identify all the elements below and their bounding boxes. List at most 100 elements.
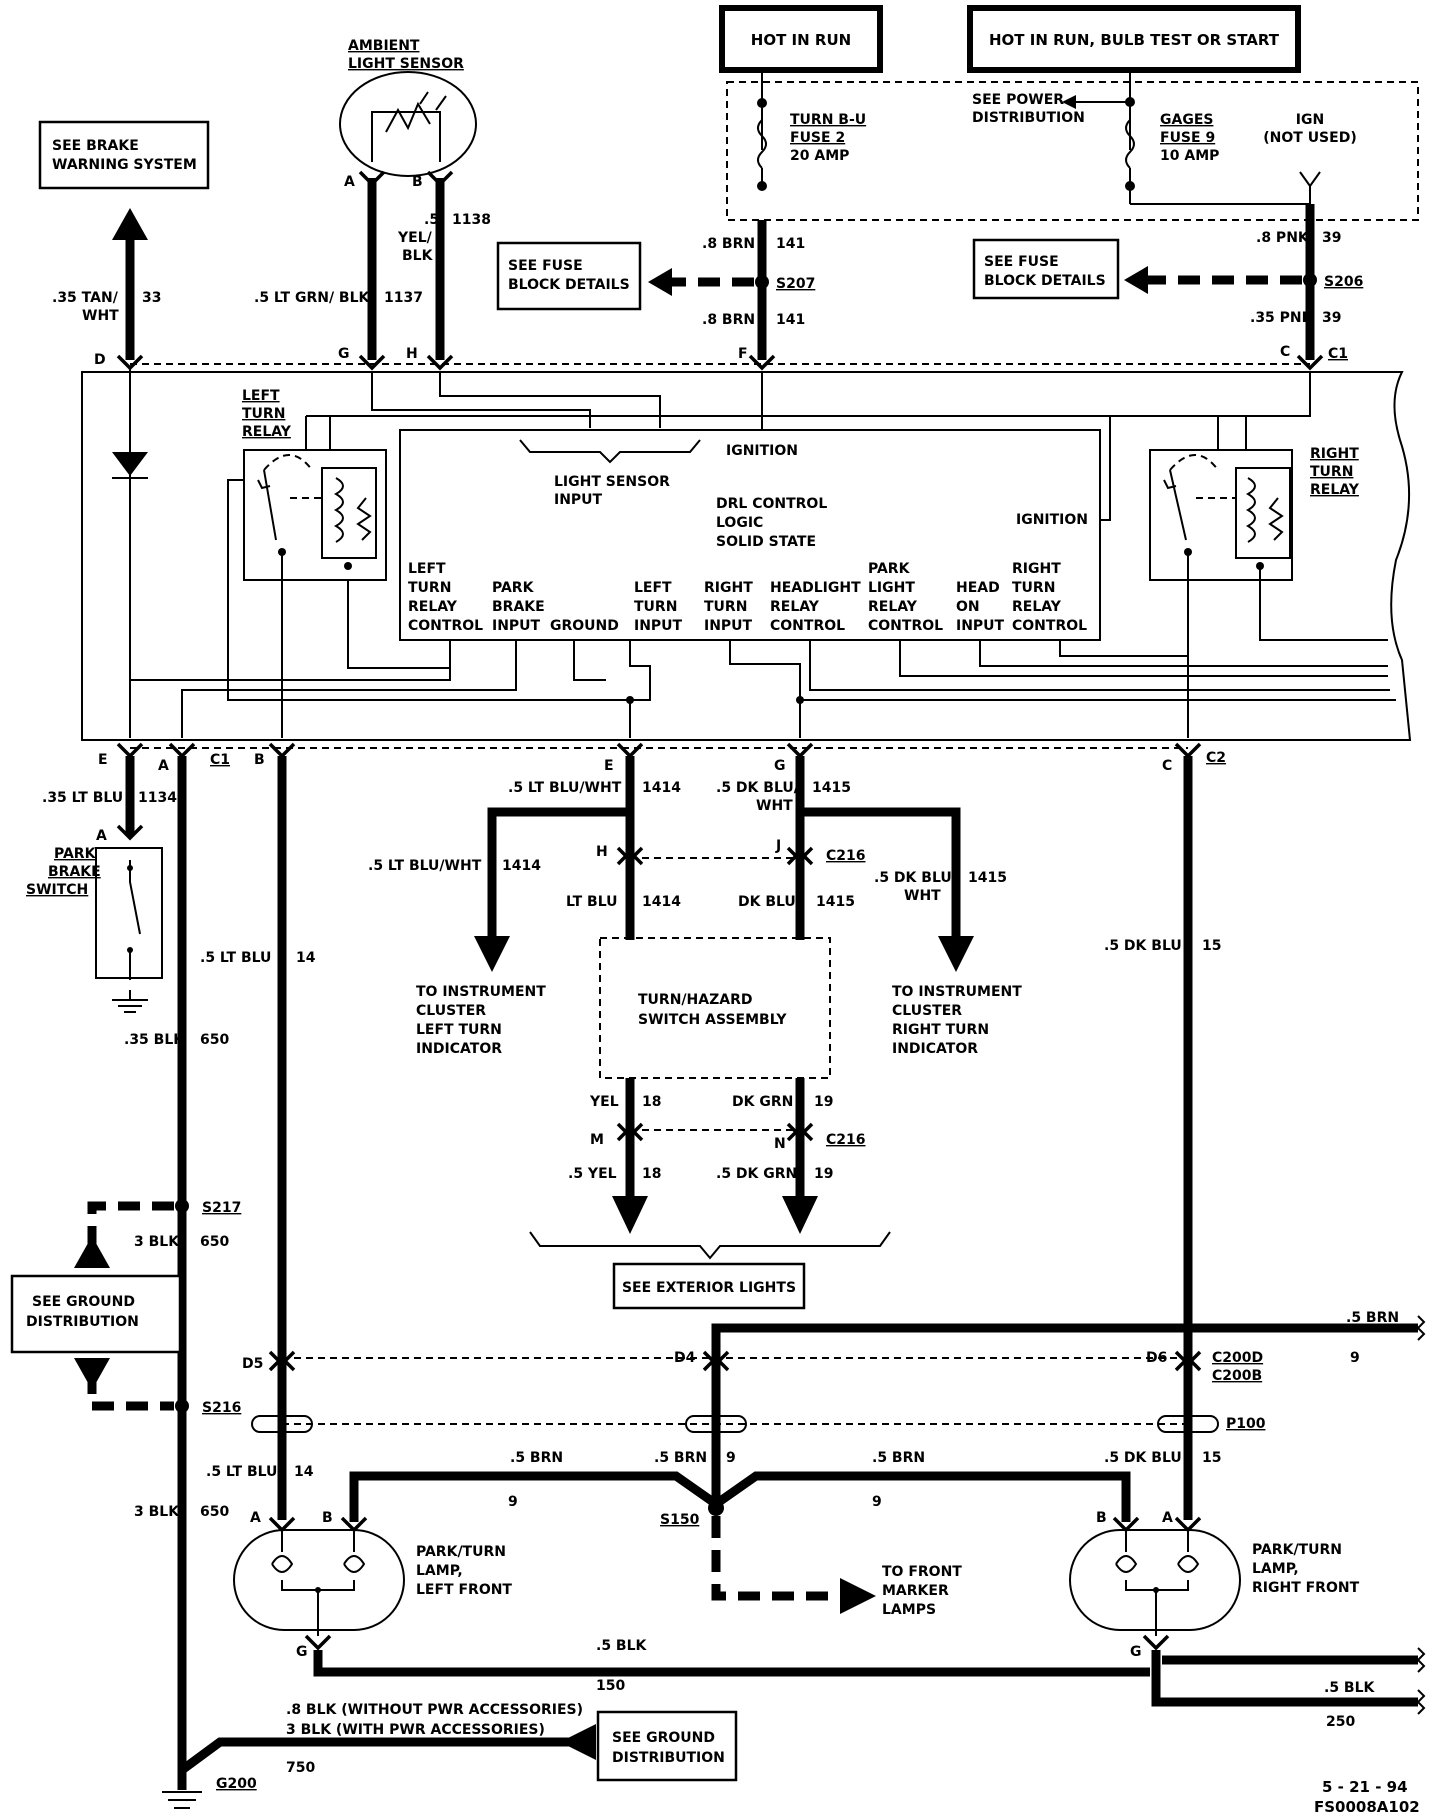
left-relay-coil-box	[321, 467, 377, 559]
lamp-left-label-line-0: PARK/TURN	[416, 1544, 506, 1560]
w39a: .8 PNK	[1256, 230, 1310, 246]
right-relay-switch	[1163, 469, 1187, 541]
n1134: 1134	[138, 790, 177, 806]
wire-1415-branch-arrow	[938, 936, 974, 972]
park-brake-label-2: BRAKE	[48, 864, 101, 880]
fuse9-rating: 10 AMP	[1160, 148, 1219, 164]
pin-G: G	[338, 346, 350, 362]
footer-date: 5 - 21 - 94	[1322, 1778, 1408, 1796]
splice-s206-dot	[1303, 273, 1317, 287]
module-input-1-line-1: BRAKE	[492, 599, 545, 615]
wire-9-break	[1416, 1315, 1426, 1341]
pin-C: C	[1280, 344, 1290, 360]
ambient-sensor	[339, 71, 477, 177]
int-wire-head-on	[979, 640, 1388, 667]
park-brake-contact-top	[127, 865, 133, 871]
pin-G-left-lamp: G	[296, 1644, 308, 1660]
lamp-left-label-line-1: LAMP,	[416, 1563, 463, 1579]
n650c: 650	[200, 1504, 229, 1520]
n14b: 14	[294, 1464, 314, 1480]
w33a: .35 TAN/	[52, 290, 119, 306]
w650b: 3 BLK	[134, 1234, 180, 1250]
wire-1415-branch	[800, 807, 961, 940]
pin-D6: D6	[1146, 1350, 1167, 1366]
int-wire-ignition2	[1100, 372, 1311, 521]
w750a: .8 BLK (WITHOUT PWR ACCESSORIES)	[286, 1702, 583, 1718]
ground-dist-bottom-1: SEE GROUND	[612, 1730, 715, 1746]
n9c: 9	[726, 1450, 736, 1466]
ambient-sensor-resistor	[385, 101, 431, 133]
wire-18-arrow	[612, 1196, 648, 1234]
w-dkblu: DK BLU	[738, 894, 796, 910]
wire-750	[179, 1737, 580, 1774]
module-input-0-line-2: RELAY	[408, 599, 458, 615]
n33: 33	[142, 290, 161, 306]
int-wire-sensor-b	[439, 372, 661, 428]
right-relay-coil-box	[1235, 467, 1291, 559]
pin-A-left-lamp: A	[250, 1510, 261, 1526]
left-lamp-filaments	[271, 1555, 366, 1573]
n19: 19	[814, 1094, 833, 1110]
module-input-8-line-0: RIGHT	[1012, 561, 1061, 577]
to-cluster-left-line-1: CLUSTER	[416, 1003, 486, 1019]
n650b: 650	[200, 1234, 229, 1250]
p100-grommet-left	[251, 1415, 313, 1433]
n1415: 1415	[812, 780, 851, 796]
left-relay-contact-2	[344, 562, 352, 570]
right-relay-2: TURN	[1310, 464, 1353, 480]
hot-in-run-label: HOT IN RUN	[751, 31, 851, 49]
w1415a: .5 DK BLU/	[716, 780, 800, 796]
w141b: .8 BRN	[702, 312, 755, 328]
w1138c: BLK	[402, 248, 434, 264]
pin-J-c216: J	[775, 838, 781, 854]
ambient-1: AMBIENT	[348, 38, 420, 54]
module-input-0-line-0: LEFT	[408, 561, 446, 577]
ambient-2: LIGHT SENSOR	[348, 56, 464, 72]
w1414b: .5 LT BLU/WHT	[368, 858, 482, 874]
right-lamp-ground-terminal	[1142, 1634, 1170, 1651]
module-input-1-line-2: INPUT	[492, 618, 541, 634]
int-wire-right-relay-ctrl	[1059, 552, 1189, 657]
to-front-marker-line-0: TO FRONT	[882, 1564, 962, 1580]
turn-hazard-1: TURN/HAZARD	[638, 992, 752, 1008]
module-input-5-line-0: HEADLIGHT	[770, 580, 861, 596]
w1415d: WHT	[904, 888, 941, 904]
fuse-details-left-2: BLOCK DETAILS	[508, 277, 630, 293]
see-brake-1: SEE BRAKE	[52, 138, 139, 154]
p100-label: P100	[1226, 1416, 1266, 1432]
left-relay-3: RELAY	[242, 424, 292, 440]
w1138b: YEL/	[397, 230, 433, 246]
s217-label: S217	[202, 1200, 241, 1216]
int-wire-right-relay-feed	[1217, 416, 1247, 450]
wire-19-arrow	[782, 1196, 818, 1234]
right-relay-linkage	[1169, 454, 1236, 499]
hot-in-run-box	[719, 5, 883, 73]
park-brake-label-3: SWITCH	[26, 882, 88, 898]
g200-label: G200	[216, 1776, 257, 1792]
int-wire-right-turn-input	[729, 640, 801, 700]
drl-ignition: IGNITION	[726, 443, 798, 459]
n15b: 15	[1202, 1450, 1221, 1466]
n1137: 1137	[384, 290, 423, 306]
to-cluster-right-line-0: TO INSTRUMENT	[892, 984, 1022, 1000]
w1414: .5 LT BLU/WHT	[508, 780, 622, 796]
s150-label: S150	[660, 1512, 700, 1528]
right-relay-3: RELAY	[1310, 482, 1360, 498]
drl-2: LOGIC	[716, 515, 763, 531]
module-input-3-line-0: LEFT	[634, 580, 672, 596]
park-brake-contact-bottom	[127, 947, 133, 953]
diode-symbol	[112, 452, 148, 476]
pin-D5: D5	[242, 1356, 263, 1372]
see-brake-box	[38, 120, 210, 190]
module-input-8-line-2: RELAY	[1012, 599, 1062, 615]
fuse-details-left-box	[496, 241, 642, 311]
module-input-5-line-2: CONTROL	[770, 618, 845, 634]
pin-F: F	[738, 346, 748, 362]
w141a: .8 BRN	[702, 236, 755, 252]
see-power-2: DISTRIBUTION	[972, 110, 1085, 126]
pin-B-left-lamp: B	[322, 1510, 333, 1526]
c2-label: C2	[1206, 750, 1226, 766]
